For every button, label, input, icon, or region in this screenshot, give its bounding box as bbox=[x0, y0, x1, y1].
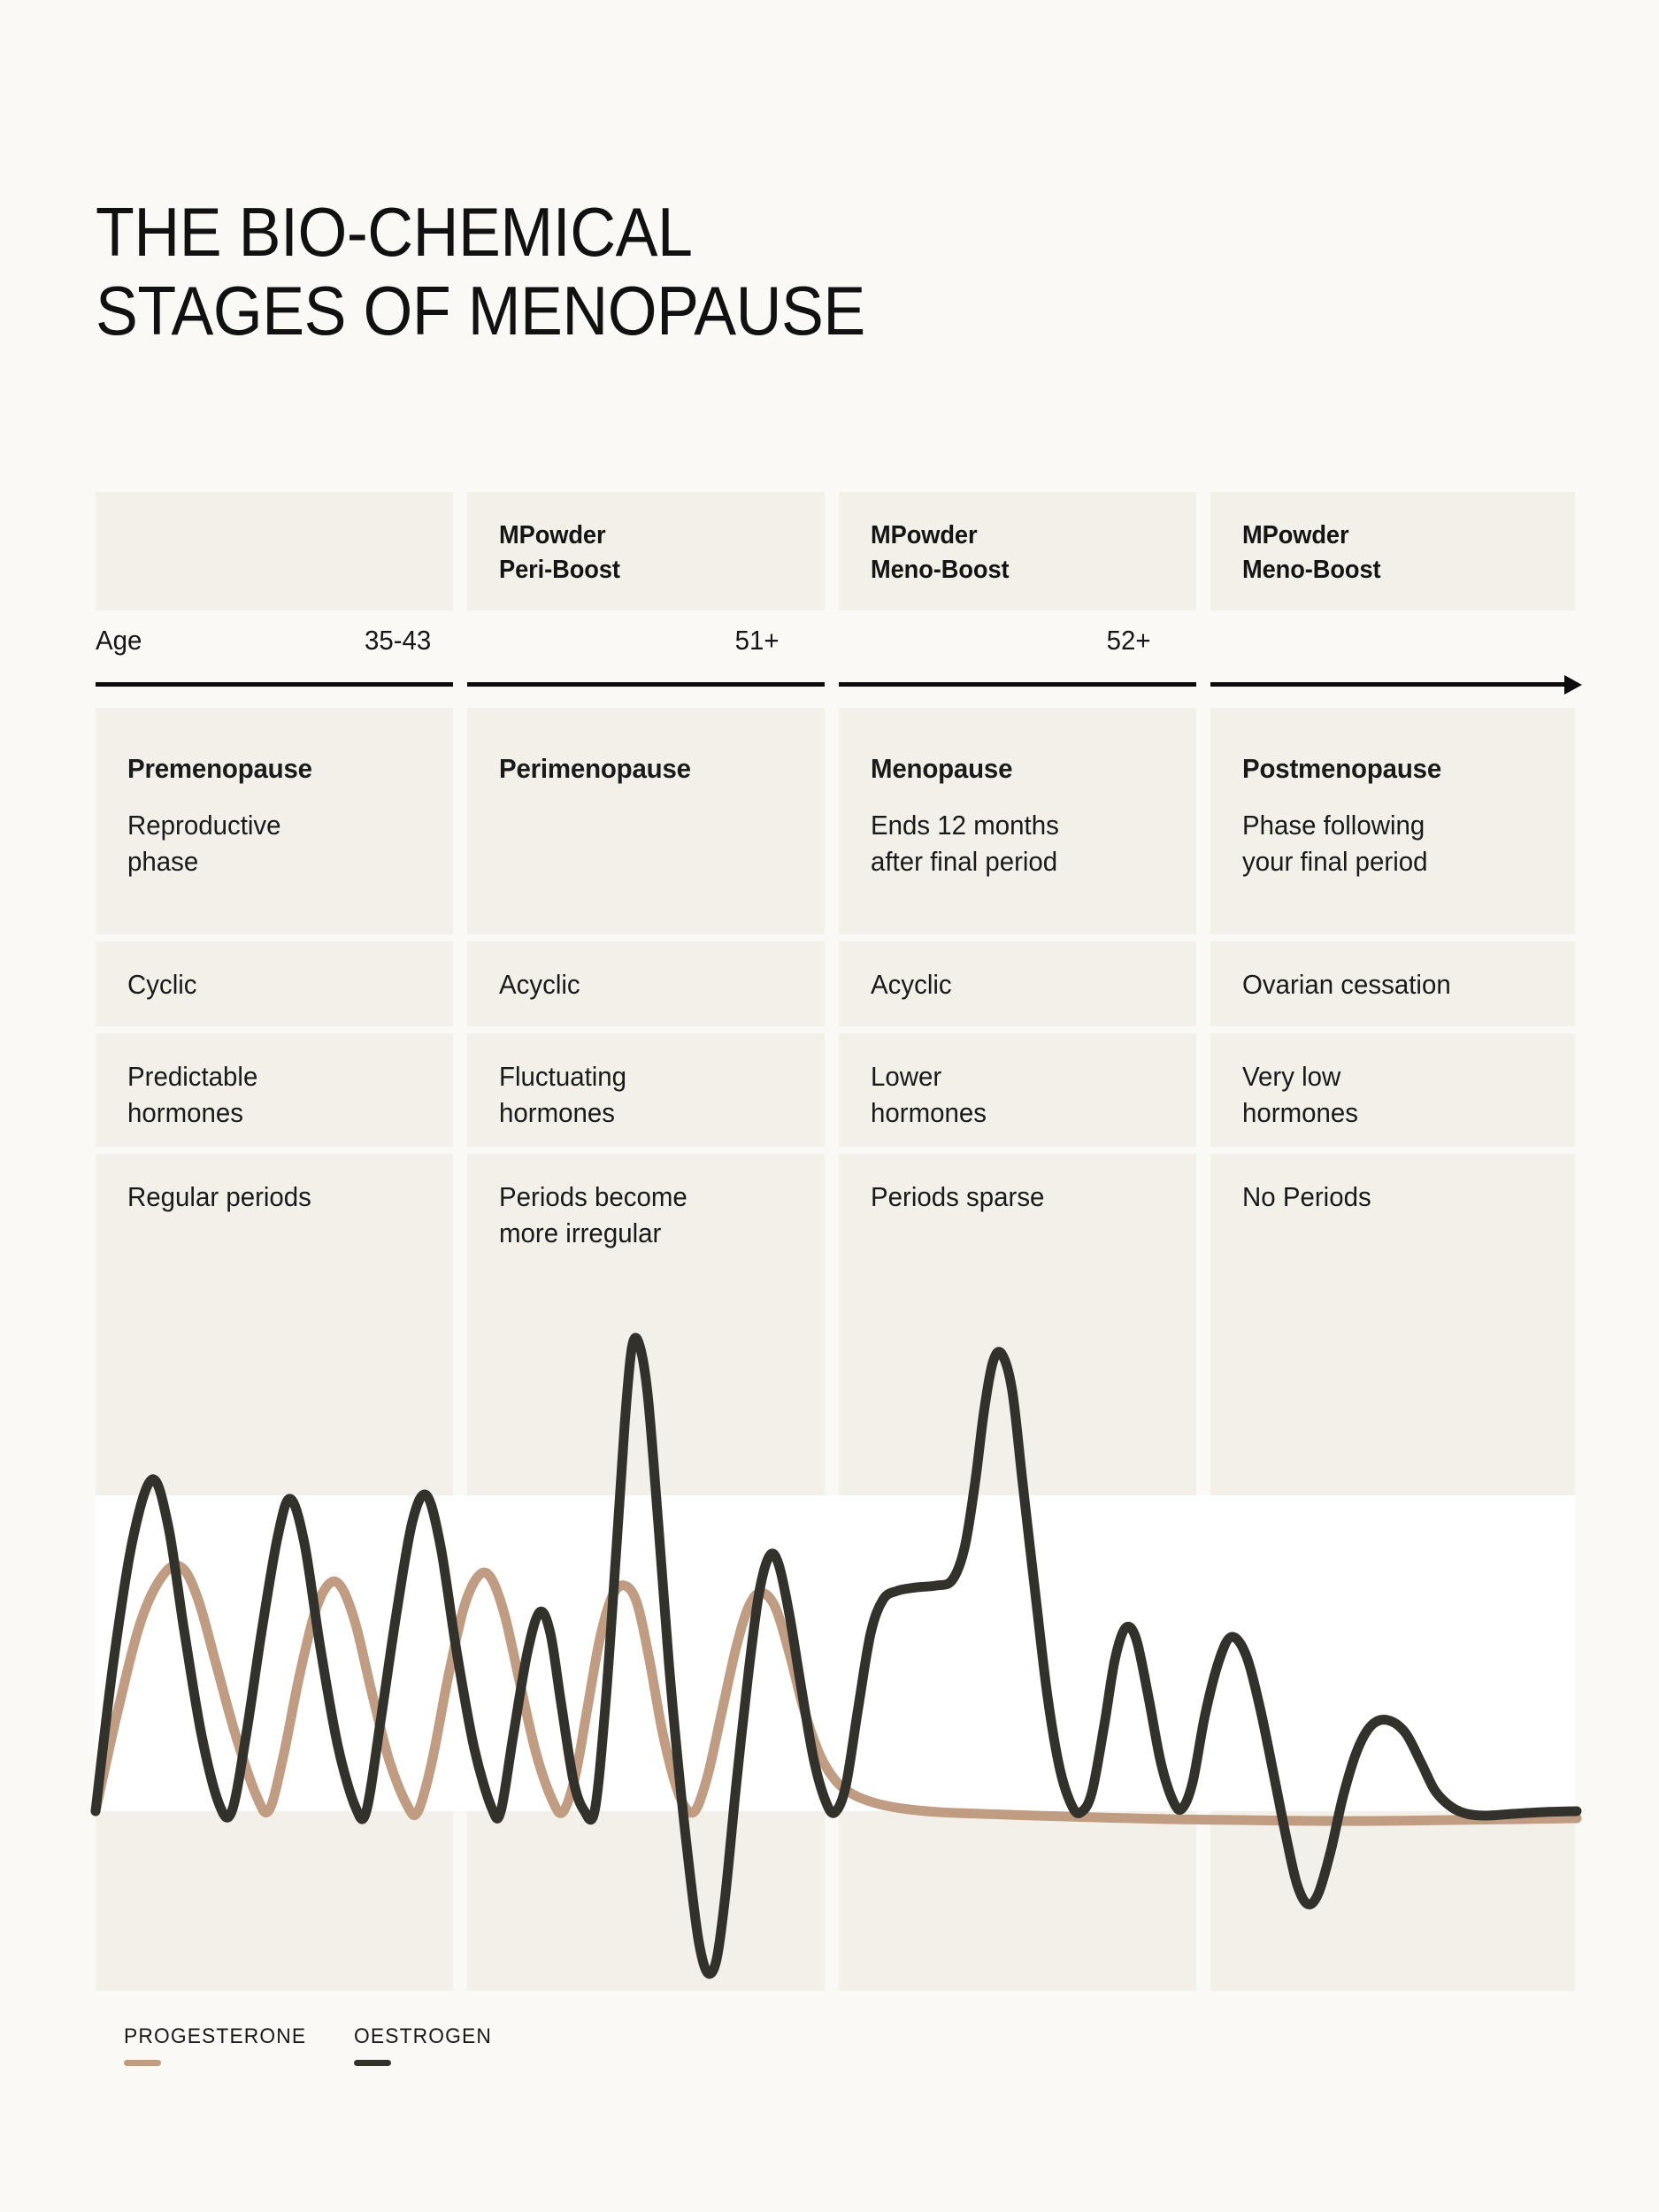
timeline-arrow-icon bbox=[1564, 675, 1582, 695]
stage-cell-cycle-3: Ovarian cessation bbox=[1210, 941, 1575, 1026]
stage-cell-name-1: Perimenopause bbox=[467, 708, 825, 934]
stage-desc-3: Phase following your final period bbox=[1242, 810, 1428, 878]
stage-cycle-3: Ovarian cessation bbox=[1242, 969, 1451, 1000]
timeline-segment-0 bbox=[96, 682, 453, 687]
stage-hormones-1: Fluctuating hormones bbox=[499, 1061, 627, 1129]
stage-desc-2: Ends 12 months after final period bbox=[871, 810, 1059, 878]
age-axis-row: Age 35-43 51+ 52+ bbox=[96, 619, 1575, 687]
product-header-row: MPowder Peri-Boost MPowder Meno-Boost MP… bbox=[96, 492, 1575, 611]
product-label-2: MPowder Meno-Boost bbox=[871, 521, 1010, 584]
stage-cell-hormones-0: Predictable hormones bbox=[96, 1033, 453, 1147]
stage-desc-0: Reproductive phase bbox=[127, 810, 281, 878]
stage-cycle-2: Acyclic bbox=[871, 969, 952, 1000]
page-title: THE BIO-CHEMICAL STAGES OF MENOPAUSE bbox=[96, 193, 865, 349]
stage-hormones-3: Very low hormones bbox=[1242, 1061, 1358, 1129]
stage-cell-hormones-3: Very low hormones bbox=[1210, 1033, 1575, 1147]
stage-cell-cycle-0: Cyclic bbox=[96, 941, 453, 1026]
legend-label-oestrogen: OESTROGEN bbox=[354, 2024, 492, 2048]
legend-item-progesterone: PROGESTERONE bbox=[124, 2024, 316, 2066]
product-label-3: MPowder Meno-Boost bbox=[1242, 521, 1381, 584]
stage-cell-name-3: Postmenopause Phase following your final… bbox=[1210, 708, 1575, 934]
stage-hormones-0: Predictable hormones bbox=[127, 1061, 258, 1129]
stage-cell-name-0: Premenopause Reproductive phase bbox=[96, 708, 453, 934]
stage-cell-hormones-1: Fluctuating hormones bbox=[467, 1033, 825, 1147]
chart-band-gap-0 bbox=[453, 1495, 467, 1811]
stage-cell-hormones-2: Lower hormones bbox=[839, 1033, 1196, 1147]
stage-cycle-1: Acyclic bbox=[499, 969, 580, 1000]
legend-label-progesterone: PROGESTERONE bbox=[124, 2024, 307, 2048]
stage-cell-cycle-2: Acyclic bbox=[839, 941, 1196, 1026]
stage-cell-cycle-1: Acyclic bbox=[467, 941, 825, 1026]
chart-band-gap-2 bbox=[1196, 1495, 1210, 1811]
timeline-segment-2 bbox=[839, 682, 1196, 687]
legend-swatch-progesterone bbox=[124, 2060, 161, 2066]
legend-item-oestrogen: OESTROGEN bbox=[354, 2024, 499, 2066]
stage-periods-2: Periods sparse bbox=[871, 1181, 1045, 1212]
stage-hormones-2: Lower hormones bbox=[871, 1061, 987, 1129]
stage-cell-name-2: Menopause Ends 12 months after final per… bbox=[839, 708, 1196, 934]
stage-name-2: Menopause bbox=[871, 753, 1013, 784]
stage-periods-1: Periods become more irregular bbox=[499, 1181, 687, 1249]
stage-name-3: Postmenopause bbox=[1242, 753, 1442, 784]
chart-band-gap-1 bbox=[825, 1495, 839, 1811]
legend-swatch-oestrogen bbox=[354, 2060, 391, 2066]
age-axis-label: Age bbox=[96, 625, 142, 656]
age-marker-2: 52+ bbox=[1106, 625, 1151, 656]
stage-name-0: Premenopause bbox=[127, 753, 312, 784]
product-cell-0 bbox=[96, 492, 453, 611]
product-cell-peri-boost: MPowder Peri-Boost bbox=[467, 492, 825, 611]
product-cell-meno-boost-1: MPowder Meno-Boost bbox=[839, 492, 1196, 611]
timeline-segment-1 bbox=[467, 682, 825, 687]
product-label-1: MPowder Peri-Boost bbox=[499, 521, 620, 584]
timeline-axis bbox=[96, 675, 1582, 695]
stage-name-1: Perimenopause bbox=[499, 753, 691, 784]
product-cell-meno-boost-2: MPowder Meno-Boost bbox=[1210, 492, 1575, 611]
timeline-segment-3 bbox=[1210, 682, 1564, 687]
stage-periods-0: Regular periods bbox=[127, 1181, 311, 1212]
age-marker-0: 35-43 bbox=[364, 625, 432, 656]
age-marker-1: 51+ bbox=[734, 625, 780, 656]
stage-periods-3: No Periods bbox=[1242, 1181, 1371, 1212]
stage-cycle-0: Cyclic bbox=[127, 969, 197, 1000]
